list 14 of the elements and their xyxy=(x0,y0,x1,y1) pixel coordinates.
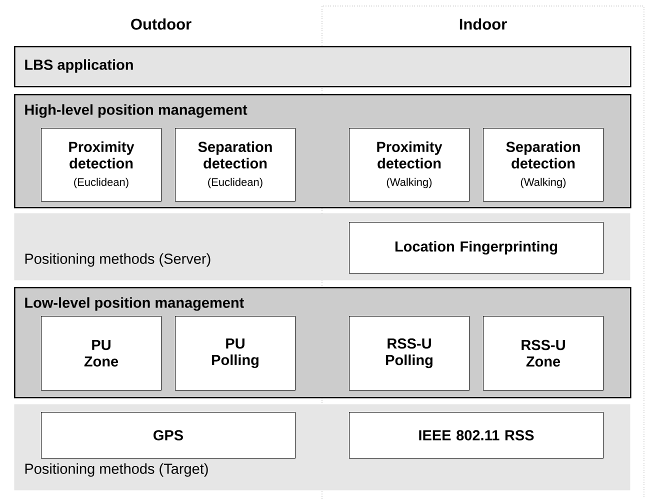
column-heading: Indoor xyxy=(460,18,507,30)
component-box: PU Polling xyxy=(175,316,296,390)
layer-band: LBS application xyxy=(14,46,632,88)
component-box: PU Zone xyxy=(41,316,162,390)
component-box: Separation detection (Euclidean) xyxy=(175,128,296,202)
component-box: RSS-U Zone xyxy=(483,316,604,390)
component-box: Proximity detection (Euclidean) xyxy=(41,128,162,202)
component-box: IEEE 802.11 RSS xyxy=(349,412,604,458)
component-box: RSS-U Polling xyxy=(349,316,470,390)
component-box: Separation detection (Walking) xyxy=(483,128,604,202)
column-heading: Outdoor xyxy=(131,18,192,30)
component-box: GPS xyxy=(41,412,296,458)
component-box: Location Fingerprinting xyxy=(349,222,604,274)
component-box: Proximity detection (Walking) xyxy=(349,128,470,202)
